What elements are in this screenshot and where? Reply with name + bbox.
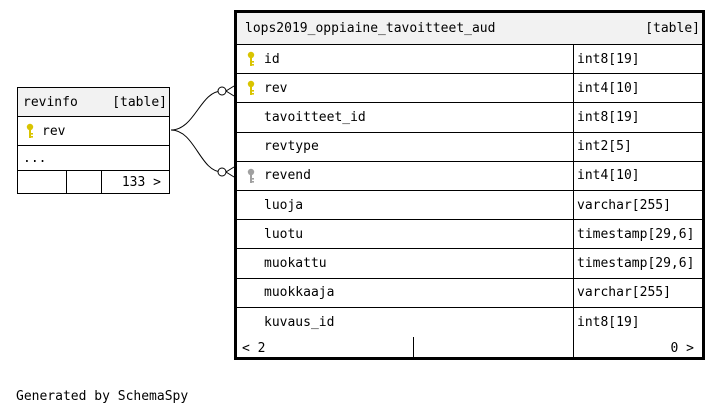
- aud-column-row: rev int4[10]: [237, 74, 702, 104]
- aud-footer: < 2 0 >: [237, 337, 702, 360]
- revinfo-table: revinfo [table] rev ... 133 >: [17, 87, 170, 194]
- connector-revend: [170, 129, 223, 173]
- aud-column-name: revtype: [264, 139, 319, 155]
- aud-column-type: int8[19]: [577, 51, 640, 67]
- aud-column-type: int2[5]: [577, 139, 632, 155]
- aud-children-count[interactable]: 0 >: [670, 341, 694, 356]
- aud-column-name: kuvaus_id: [264, 314, 335, 330]
- primary-key-icon: [247, 51, 255, 66]
- connector-rev: [170, 90, 223, 131]
- aud-column-row: muokkaaja varchar[255]: [237, 278, 702, 308]
- aud-title: lops2019_oppiaine_tavoitteet_aud: [245, 21, 496, 36]
- generator-credit: Generated by SchemaSpy: [16, 389, 189, 404]
- revinfo-header: revinfo [table]: [18, 88, 169, 117]
- aud-column-type: varchar[255]: [577, 285, 671, 301]
- aud-column-row: tavoitteet_id int8[19]: [237, 103, 702, 133]
- aud-column-row: luotu timestamp[29,6]: [237, 220, 702, 250]
- aud-column-row: id int8[19]: [237, 45, 702, 75]
- revinfo-type-badge: [table]: [112, 94, 167, 110]
- aud-column-name: luotu: [264, 226, 304, 242]
- revinfo-ellipsis: ...: [23, 150, 47, 166]
- aud-column-name: tavoitteet_id: [264, 109, 366, 125]
- revinfo-ellipsis-row: ...: [18, 146, 169, 171]
- aud-column-type: timestamp[29,6]: [577, 226, 695, 242]
- zero-many-marker-revend: [217, 167, 227, 177]
- aud-parents-count[interactable]: < 2: [242, 341, 266, 356]
- aud-column-row: kuvaus_id int8[19]: [237, 307, 702, 337]
- aud-header: lops2019_oppiaine_tavoitteet_aud [table]: [237, 13, 702, 45]
- aud-column-type: int4[10]: [577, 80, 640, 96]
- aud-column-row: revend int4[10]: [237, 161, 702, 191]
- aud-column-row: revtype int2[5]: [237, 132, 702, 162]
- aud-column-type: int8[19]: [577, 314, 640, 330]
- aud-table: lops2019_oppiaine_tavoitteet_aud [table]…: [234, 10, 705, 360]
- revinfo-column-rev: rev: [18, 117, 169, 146]
- revinfo-footer: 133 >: [18, 171, 169, 193]
- aud-column-type: int4[10]: [577, 168, 640, 184]
- zero-many-marker-rev: [217, 86, 227, 96]
- aud-column-row: muokattu timestamp[29,6]: [237, 249, 702, 279]
- revinfo-column-name: rev: [42, 123, 66, 139]
- revinfo-children-count[interactable]: 133 >: [121, 174, 161, 190]
- primary-key-icon: [26, 123, 34, 138]
- aud-column-type: int8[19]: [577, 109, 640, 125]
- foreign-key-icon: [247, 168, 255, 183]
- aud-column-type: timestamp[29,6]: [577, 255, 695, 271]
- aud-column-type: varchar[255]: [577, 197, 671, 213]
- aud-column-name: id: [264, 51, 280, 67]
- aud-column-row: luoja varchar[255]: [237, 191, 702, 221]
- revinfo-title: revinfo: [23, 94, 78, 110]
- primary-key-icon: [247, 80, 255, 96]
- aud-column-name: luoja: [264, 197, 304, 213]
- aud-column-name: revend: [264, 168, 311, 184]
- aud-type-badge: [table]: [645, 21, 700, 36]
- aud-column-name: muokkaaja: [264, 285, 335, 301]
- aud-column-name: rev: [264, 80, 288, 96]
- aud-column-name: muokattu: [264, 255, 327, 271]
